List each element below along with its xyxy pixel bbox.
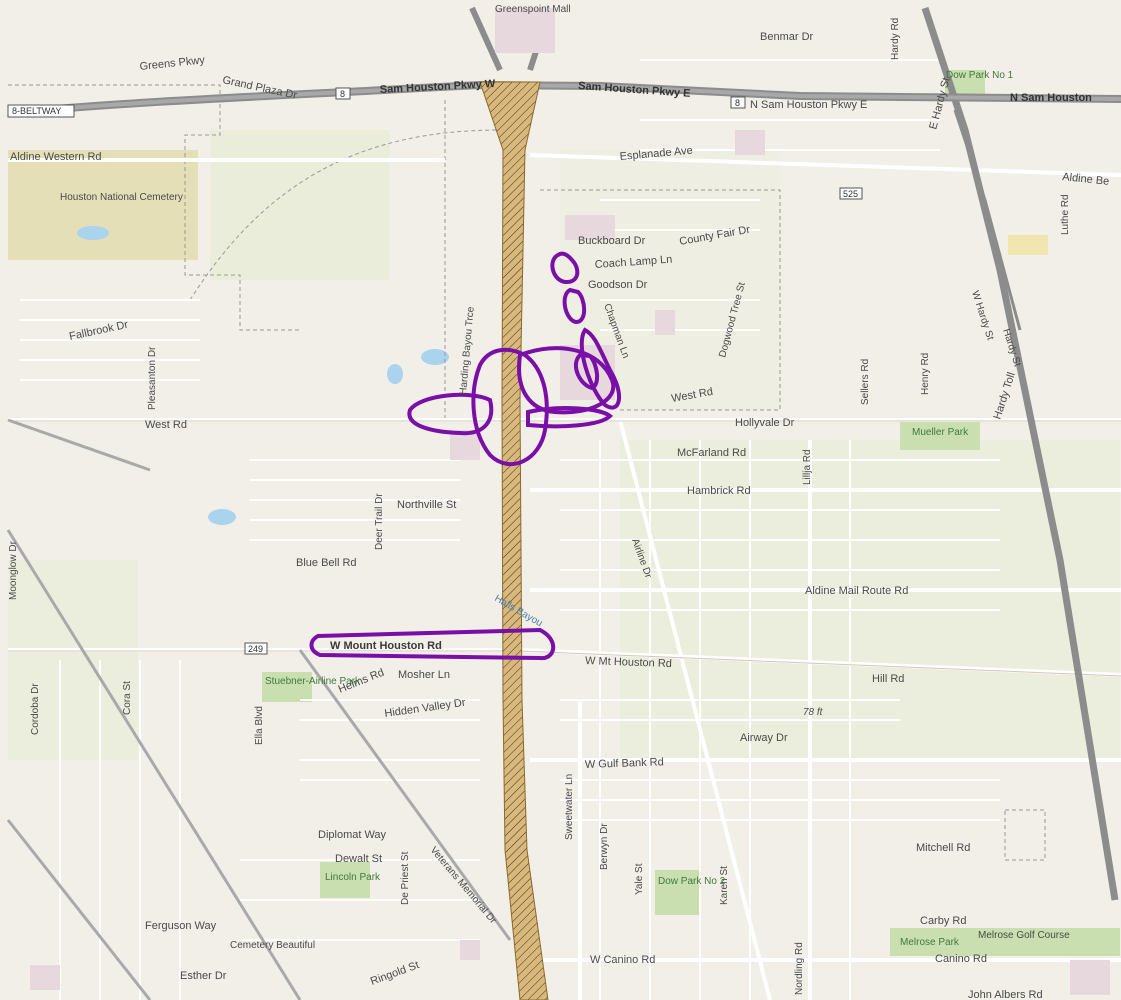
svg-text:Ella Blvd: Ella Blvd [254, 706, 265, 745]
place-labels: Greenspoint Mall Houston National Cemete… [60, 4, 1070, 951]
svg-text:W Gulf Bank Rd: W Gulf Bank Rd [585, 756, 664, 771]
beltway-road [7, 80, 1121, 117]
svg-text:Sweetwater Ln: Sweetwater Ln [564, 774, 575, 840]
svg-text:78 ft: 78 ft [803, 707, 824, 718]
svg-text:Ferguson Way: Ferguson Way [145, 920, 217, 932]
collector-roads [8, 153, 1121, 1000]
svg-text:Ringold St: Ringold St [369, 959, 421, 988]
hardy-toll-road [921, 6, 1119, 901]
svg-text:Veterans Memorial Dr: Veterans Memorial Dr [428, 845, 499, 927]
annotation-circles [407, 251, 622, 467]
water-layer [77, 226, 449, 525]
annotation-label: W Mount Houston Rd [330, 640, 442, 652]
svg-text:Carby Rd: Carby Rd [920, 915, 966, 927]
svg-text:N Sam Houston Pkwy E: N Sam Houston Pkwy E [750, 99, 867, 111]
svg-text:Stuebner-Airline Park: Stuebner-Airline Park [265, 676, 361, 687]
svg-text:Greenspoint Mall: Greenspoint Mall [495, 4, 571, 15]
svg-text:Hollyvale Dr: Hollyvale Dr [735, 417, 795, 429]
svg-text:Esther Dr: Esther Dr [180, 970, 227, 982]
svg-text:Sellers Rd: Sellers Rd [860, 359, 871, 405]
svg-text:Hill Rd: Hill Rd [872, 673, 904, 685]
svg-text:Lincoln Park: Lincoln Park [325, 872, 381, 883]
svg-text:Luthe Rd: Luthe Rd [1060, 194, 1071, 235]
svg-text:Hambrick Rd: Hambrick Rd [687, 485, 751, 497]
svg-text:525: 525 [843, 189, 858, 199]
annotation-mount-houston [309, 627, 556, 661]
national-cemetery-area [8, 150, 198, 260]
svg-text:Northville St: Northville St [397, 499, 456, 511]
svg-text:W Canino Rd: W Canino Rd [590, 954, 655, 966]
svg-text:West Rd: West Rd [145, 419, 187, 431]
svg-text:Benmar Dr: Benmar Dr [760, 31, 814, 43]
svg-text:Aldine Mail Route Rd: Aldine Mail Route Rd [805, 585, 908, 597]
shields: 8 8 525 249 8-BELTWAY [7, 87, 863, 655]
svg-text:Karen St: Karen St [719, 866, 730, 905]
svg-text:Sam Houston Pkwy W: Sam Houston Pkwy W [380, 78, 497, 96]
boundary-lines [8, 84, 1046, 861]
svg-text:Mitchell Rd: Mitchell Rd [916, 842, 970, 854]
svg-text:Airway Dr: Airway Dr [740, 732, 788, 744]
svg-text:W Hardy St: W Hardy St [969, 290, 995, 342]
svg-text:Hardy Toll: Hardy Toll [991, 371, 1017, 421]
svg-text:Diplomat Way: Diplomat Way [318, 829, 387, 841]
svg-text:Moonglow Dr: Moonglow Dr [8, 540, 19, 600]
svg-text:Dow Park No 2: Dow Park No 2 [658, 876, 726, 887]
svg-text:Melrose Golf Course: Melrose Golf Course [978, 930, 1070, 941]
svg-text:Coach Lamp Ln: Coach Lamp Ln [594, 254, 672, 271]
svg-text:Berwyn Dr: Berwyn Dr [599, 823, 610, 870]
svg-text:Cordoba Dr: Cordoba Dr [30, 683, 41, 735]
svg-text:Mueller Park: Mueller Park [912, 427, 969, 438]
svg-text:Melrose Park: Melrose Park [900, 937, 960, 948]
svg-text:Canino Rd: Canino Rd [935, 953, 987, 965]
svg-text:249: 249 [248, 644, 263, 654]
svg-text:Cemetery Beautiful: Cemetery Beautiful [230, 940, 315, 951]
svg-text:Aldine Western Rd: Aldine Western Rd [10, 151, 102, 163]
svg-text:8: 8 [340, 89, 345, 99]
minor-streets [20, 59, 1000, 1000]
mueller-park-area [900, 420, 980, 450]
svg-text:De Priest St: De Priest St [400, 851, 411, 905]
svg-text:Buckboard Dr: Buckboard Dr [578, 235, 646, 247]
svg-text:8: 8 [735, 98, 740, 108]
svg-text:Aldine Be: Aldine Be [1062, 171, 1110, 188]
svg-text:Pleasanton Dr: Pleasanton Dr [147, 346, 158, 410]
svg-text:Yale St: Yale St [634, 863, 645, 895]
svg-text:McFarland Rd: McFarland Rd [677, 447, 746, 459]
svg-text:Greens Pkwy: Greens Pkwy [139, 54, 206, 73]
svg-text:Hardy Rd: Hardy Rd [890, 18, 901, 60]
svg-text:Houston National Cemetery: Houston National Cemetery [60, 192, 183, 203]
svg-text:Deer Trail Dr: Deer Trail Dr [374, 493, 385, 550]
svg-text:8-BELTWAY: 8-BELTWAY [12, 106, 61, 116]
svg-text:Blue Bell Rd: Blue Bell Rd [296, 557, 357, 569]
svg-text:Cora St: Cora St [122, 681, 133, 715]
svg-text:Mosher Ln: Mosher Ln [398, 669, 450, 681]
svg-text:W Mt Houston Rd: W Mt Houston Rd [585, 655, 672, 670]
major-roads [6, 418, 512, 1000]
svg-text:Dewalt St: Dewalt St [335, 853, 382, 865]
svg-text:Sam Houston Pkwy E: Sam Houston Pkwy E [578, 80, 691, 100]
svg-text:N Sam Houston: N Sam Houston [1010, 92, 1092, 104]
svg-text:Goodson Dr: Goodson Dr [588, 279, 648, 291]
svg-text:Lillja Rd: Lillja Rd [802, 449, 813, 485]
svg-text:Nordling Rd: Nordling Rd [794, 942, 805, 995]
svg-text:E Hardy St: E Hardy St [927, 76, 952, 130]
svg-text:Dow Park No 1: Dow Park No 1 [946, 70, 1014, 81]
svg-text:Henry Rd: Henry Rd [920, 353, 931, 395]
svg-text:John Albers Rd: John Albers Rd [968, 989, 1043, 1000]
